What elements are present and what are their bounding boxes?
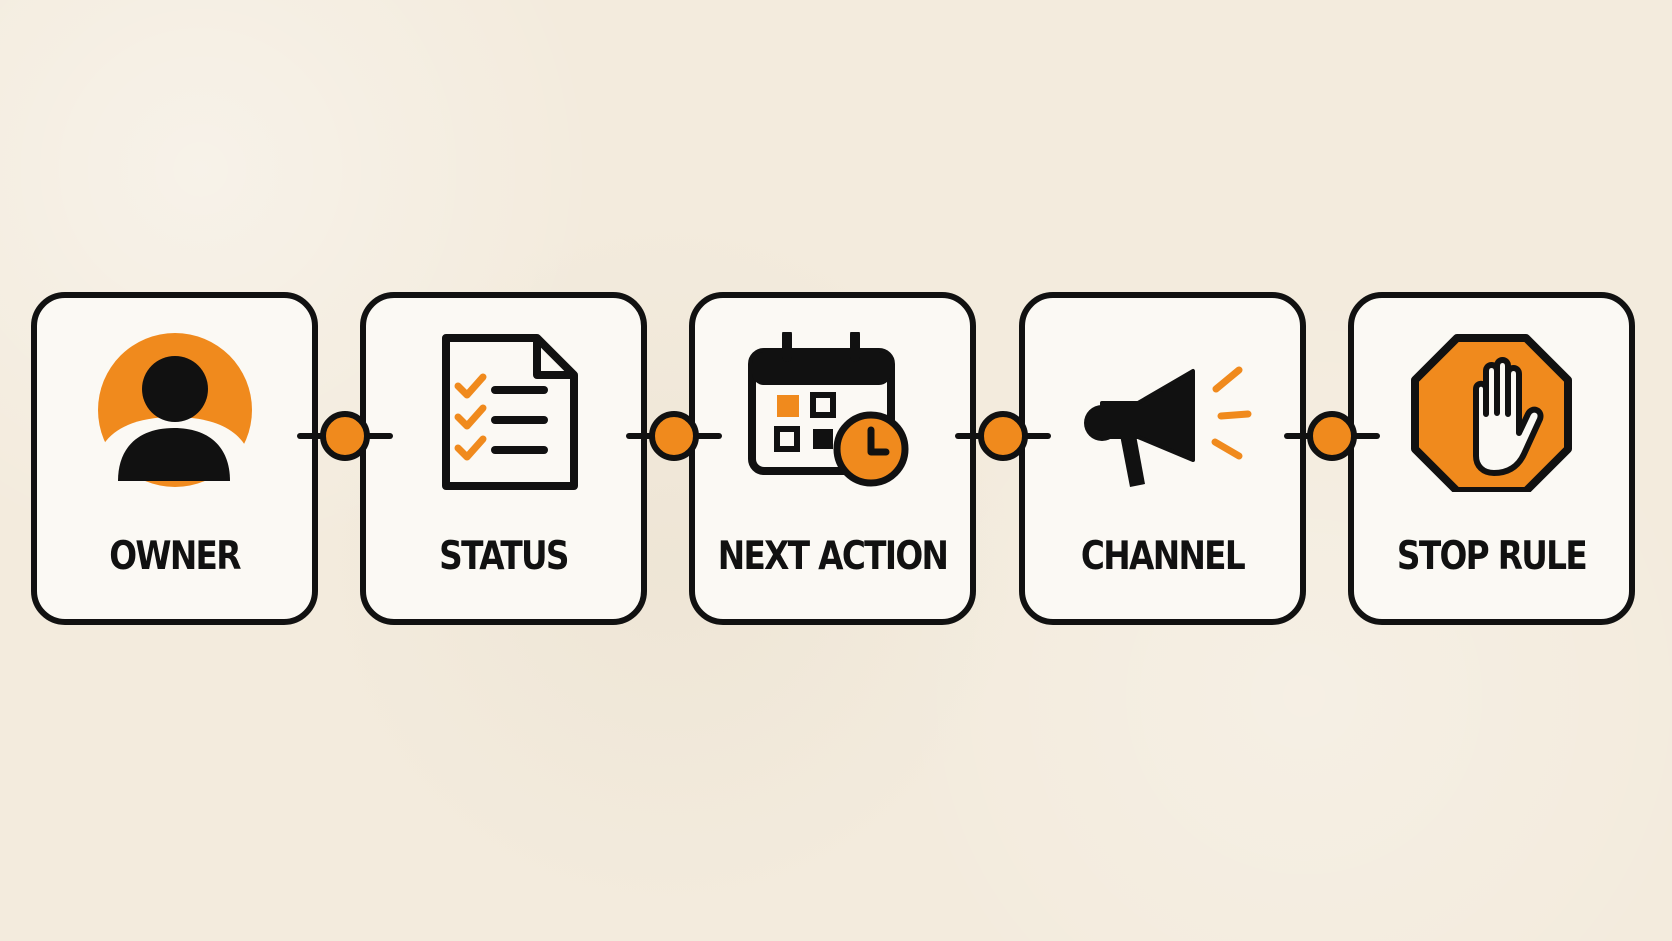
connector-node (978, 411, 1028, 461)
connector-status-next-action (626, 404, 722, 468)
status-label: STATUS (439, 534, 569, 579)
checklist-document-icon (406, 332, 601, 492)
megaphone-icon (1065, 332, 1260, 492)
connector-node (320, 411, 370, 461)
connector-node (1307, 411, 1357, 461)
stop-rule-label: STOP RULE (1396, 534, 1588, 579)
connector-owner-status (297, 404, 393, 468)
stop-hand-icon (1394, 332, 1589, 492)
owner-card: OWNER (31, 292, 318, 625)
owner-label: OWNER (109, 534, 241, 579)
status-card: STATUS (360, 292, 647, 625)
stop-rule-card: STOP RULE (1348, 292, 1635, 625)
connector-node (649, 411, 699, 461)
next-action-label: NEXT ACTION (717, 534, 949, 579)
channel-label: CHANNEL (1080, 534, 1246, 579)
calendar-clock-icon (735, 332, 930, 492)
next-action-card: NEXT ACTION (689, 292, 976, 625)
channel-card: CHANNEL (1019, 292, 1306, 625)
connector-next-action-channel (955, 404, 1051, 468)
user-profile-icon (77, 332, 272, 492)
connector-channel-stop-rule (1284, 404, 1380, 468)
